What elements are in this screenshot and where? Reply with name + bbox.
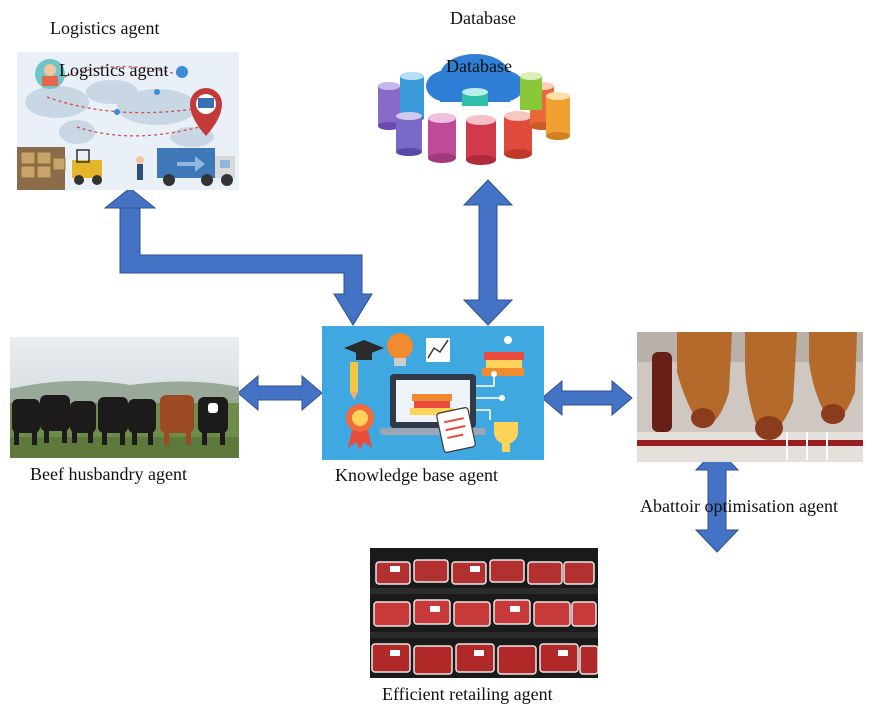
arrow-database-knowledge <box>462 179 514 326</box>
beef-image <box>10 337 239 458</box>
logistics-label: Logistics agent <box>50 18 160 38</box>
meat-display-shelf-photo <box>370 548 598 678</box>
abattoir-carcass-photo <box>637 332 863 462</box>
retail-label: Efficient retailing agent <box>382 684 553 704</box>
logistics-overlay-label: Logistics agent <box>59 60 169 80</box>
database-overlay-label: Database <box>446 56 512 76</box>
retail-image <box>370 548 598 678</box>
knowledge-image <box>322 326 544 460</box>
abattoir-label: Abattoir optimisation agent <box>640 496 838 516</box>
database-label: Database <box>450 8 516 28</box>
abattoir-image <box>637 332 863 462</box>
arrow-abattoir-retail <box>694 447 740 553</box>
arrow-knowledge-to-logistics-head <box>103 187 157 209</box>
world-map-logistics-icon <box>17 52 239 190</box>
knowledge-base-laptop-icon <box>322 326 544 460</box>
arrow-knowledge-abattoir <box>541 379 633 417</box>
cloud-database-icon <box>378 54 570 165</box>
logistics-image: Logistics agent <box>17 52 239 190</box>
cattle-herd-photo <box>10 337 239 458</box>
arrow-beef-knowledge <box>237 374 323 412</box>
knowledge-label: Knowledge base agent <box>335 465 498 485</box>
beef-label: Beef husbandry agent <box>30 464 187 484</box>
database-image: Database <box>370 46 580 166</box>
arrow-knowledge-to-logistics <box>119 207 373 326</box>
